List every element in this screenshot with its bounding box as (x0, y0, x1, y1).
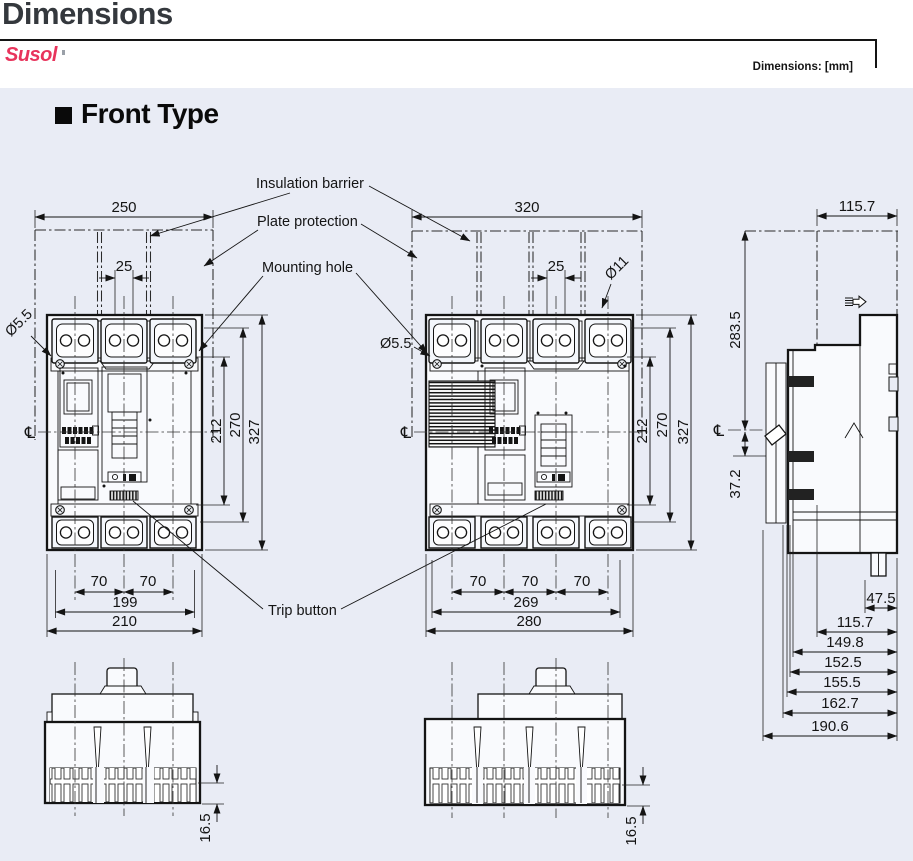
dim-mount-dia-3p: Ø5.5 (2, 306, 36, 340)
centerline-symbol: ℄ (24, 423, 36, 442)
front-view-4pole: 320 25 Ø11 (380, 199, 697, 637)
dim-70c: 70 (470, 573, 487, 590)
dim-149-8: 149.8 (826, 634, 864, 651)
brand-logo: Susol (5, 44, 57, 66)
side-profile (764, 313, 899, 577)
brand-tick-icon (62, 50, 65, 55)
dim-70a: 70 (91, 573, 108, 590)
centerline-symbol: ℄ (713, 421, 725, 440)
dim-327-4p: 327 (675, 419, 692, 444)
bottom-view-4pole: 16.5 (423, 658, 650, 846)
dim-16-5-3p: 16.5 (197, 813, 214, 842)
dim-283-5: 283.5 (727, 311, 744, 349)
dim-212: 212 (208, 418, 225, 443)
dim-mount-dia-4p: Ø5.5 (380, 336, 411, 352)
dim-155-5: 155.5 (823, 674, 861, 691)
dim-70b: 70 (140, 573, 157, 590)
side-handle (764, 424, 787, 446)
dim-70e: 70 (574, 573, 591, 590)
trip-unit-3p (57, 367, 99, 501)
handle-3p (101, 366, 148, 483)
page-title: Dimensions (2, 0, 173, 31)
label-mounting-hole: Mounting hole (262, 260, 353, 276)
dim-25: 25 (116, 258, 133, 275)
dim-270: 270 (227, 412, 244, 437)
section-heading: Front Type (55, 98, 219, 130)
dim-327: 327 (246, 419, 263, 444)
dim-270-4p: 270 (654, 412, 671, 437)
side-view: 115.7 283.5 ℄ 37.2 (713, 198, 900, 741)
dim-280: 280 (516, 613, 541, 630)
dim-212-4p: 212 (634, 418, 651, 443)
bottom-view-3pole: 16.5 (43, 658, 224, 843)
dim-16-5-4p: 16.5 (623, 816, 640, 845)
centerline-symbol: ℄ (400, 423, 412, 442)
mount-direction-arrow-icon (845, 295, 867, 309)
header-rule-end (875, 39, 877, 68)
dim-115-7: 115.7 (837, 614, 873, 631)
dim-250: 250 (111, 199, 136, 216)
dim-210: 210 (112, 613, 137, 630)
dim-lug-hole-dia: Ø11 (602, 253, 632, 283)
header-rule (0, 39, 877, 41)
dim-152-5: 152.5 (824, 654, 862, 671)
front-view-3pole: 250 25 (2, 199, 268, 637)
dim-320: 320 (514, 199, 539, 216)
annotations: Insulation barrier Plate protection Moun… (132, 176, 547, 619)
dim-115-7-top: 115.7 (839, 198, 875, 215)
label-insulation-barrier: Insulation barrier (256, 176, 364, 192)
dim-199: 199 (112, 594, 137, 611)
section-bullet-icon (55, 107, 72, 124)
section-title: Front Type (81, 98, 219, 129)
label-trip-button: Trip button (268, 603, 337, 619)
dim-269: 269 (513, 594, 538, 611)
dim-25-4p: 25 (548, 258, 565, 275)
label-plate-protection: Plate protection (257, 214, 358, 230)
dim-37-2: 37.2 (727, 469, 744, 498)
units-note: Dimensions: [mm] (752, 61, 853, 73)
dim-47-5: 47.5 (866, 590, 895, 607)
dim-162-7: 162.7 (821, 695, 859, 712)
dim-70d: 70 (522, 573, 539, 590)
dim-190-6: 190.6 (811, 718, 849, 735)
